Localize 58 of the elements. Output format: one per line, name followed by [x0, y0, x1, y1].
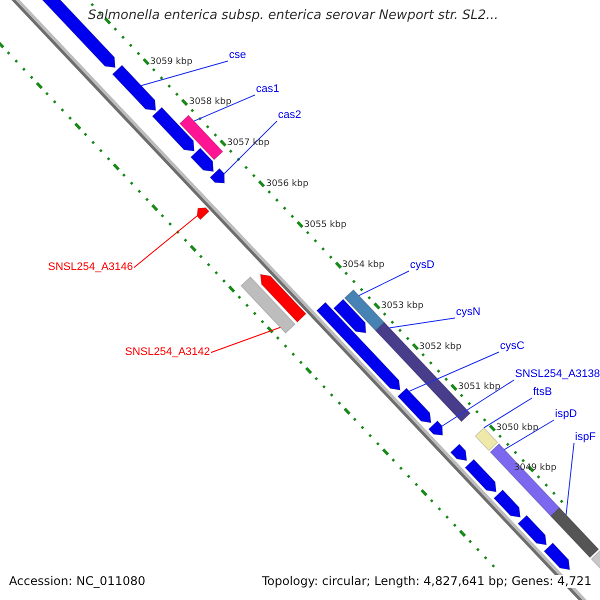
scale-label: 3049 kbp: [514, 462, 556, 474]
gene-label: ftsB: [533, 386, 552, 399]
gene-label: cse: [229, 49, 246, 62]
gene-block: [240, 276, 296, 334]
gene-block: [464, 458, 497, 492]
accession-label: Accession: NC_011080: [9, 575, 146, 588]
leader-line: [483, 398, 532, 428]
gene-label: SNSL254_A3146: [48, 261, 133, 274]
genome-title: Salmonella enterica subsp. enterica serovar Newport str. SL2...: [88, 8, 498, 24]
scale-label: 3050 kbp: [496, 422, 538, 434]
leader-line: [194, 94, 256, 122]
gene-block: [196, 207, 210, 220]
scale-label: 3053 kbp: [381, 300, 424, 312]
leader-line: [566, 442, 574, 516]
leader-line: [134, 216, 198, 268]
gene-block: [590, 550, 600, 570]
scale-label: 3051 kbp: [458, 381, 500, 393]
gene-label: SNSL254_A3142: [124, 346, 210, 359]
gene-block: [517, 514, 547, 546]
leader-line: [442, 380, 514, 426]
leader-line: [210, 326, 281, 353]
gene-label: ispD: [555, 408, 578, 421]
gene-block: [179, 114, 224, 160]
gene-block: [543, 542, 570, 570]
leader-line: [224, 120, 278, 174]
scale-label: 3056 kbp: [266, 178, 308, 190]
scale-label: 3055 kbp: [304, 219, 346, 231]
gene-block: [493, 489, 521, 518]
gene-block: [112, 64, 156, 111]
gene-block: [209, 168, 225, 184]
gene-label: cas1: [256, 83, 280, 96]
gene-label: cas2: [278, 109, 302, 122]
gene-block: [190, 147, 214, 172]
gene-block: [428, 420, 444, 436]
gene-block: [260, 274, 307, 323]
leader-line: [388, 318, 456, 328]
gene-label: cysC: [500, 340, 524, 353]
leader-line: [504, 420, 554, 450]
gene-block: [152, 106, 195, 152]
scale-label: 3052 kbp: [419, 341, 462, 353]
scale-label: 3057 kbp: [227, 137, 270, 149]
gene-label: SNSL254_A3138: [515, 368, 600, 381]
gene-block: [490, 443, 560, 517]
gene-block: [333, 298, 366, 334]
gene-block: [550, 507, 600, 558]
gene-block: [474, 427, 498, 452]
genome-stats: Topology: circular; Length: 4,827,641 bp; Genes: 4,721: [262, 575, 592, 588]
leader-line: [408, 352, 500, 392]
gene-block: [397, 388, 432, 424]
gene-label: ispF: [575, 431, 596, 444]
gene-block: [450, 443, 468, 462]
leader-line: [358, 270, 410, 296]
leader-line: [140, 60, 228, 86]
scale-label: 3058 kbp: [189, 96, 232, 108]
scale-label: 3054 kbp: [342, 259, 384, 271]
scale-label: 3059 kbp: [150, 56, 192, 68]
gene-label: cysN: [456, 306, 480, 319]
gene-label: cysD: [410, 259, 434, 272]
